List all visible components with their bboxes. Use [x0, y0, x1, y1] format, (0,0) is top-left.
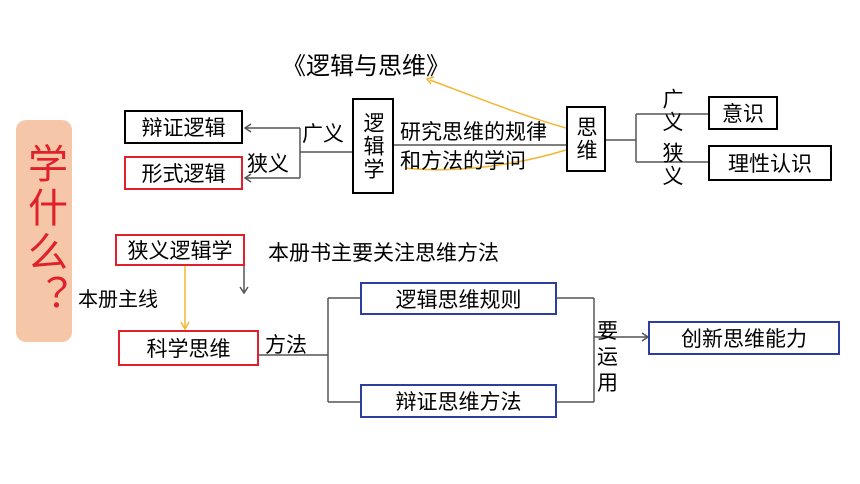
definition-line-1: 研究思维的规律 — [400, 120, 547, 144]
dialectical-logic-box: 辩证逻辑 — [124, 110, 243, 144]
consciousness-box: 意识 — [708, 96, 778, 130]
side-question-label: 学什么？ — [21, 143, 67, 319]
consciousness-label: 意识 — [722, 102, 764, 126]
innovative-ability-label: 创新思维能力 — [681, 327, 807, 351]
thinking-box: 思维 — [566, 106, 606, 172]
formal-logic-box: 形式逻辑 — [124, 156, 243, 190]
side-question-panel: 学什么？ — [16, 120, 72, 342]
dialectical-methods-label: 辩证思维方法 — [395, 390, 522, 414]
dialectical-logic-label: 辩证逻辑 — [141, 116, 226, 140]
right-narrow-label: 狭义 — [660, 142, 684, 188]
thinking-label: 思维 — [574, 116, 598, 162]
narrow-logic-box: 狭义逻辑学 — [115, 234, 245, 266]
method-label: 方法 — [265, 333, 307, 357]
broad-label: 广义 — [302, 122, 344, 146]
scientific-thinking-label: 科学思维 — [146, 337, 231, 361]
logic-label: 逻辑学 — [361, 111, 385, 181]
right-broad-label: 广义 — [660, 88, 684, 134]
definition-line-2: 和方法的学问 — [400, 149, 526, 173]
focus-note: 本册书主要关注思维方法 — [268, 241, 499, 265]
book-title: 《逻辑与思维》 — [282, 52, 450, 80]
logic-rules-label: 逻辑思维规则 — [395, 287, 522, 312]
logic-box: 逻辑学 — [352, 98, 394, 194]
main-line-label: 本册主线 — [78, 287, 158, 311]
scientific-thinking-box: 科学思维 — [118, 330, 259, 366]
formal-logic-label: 形式逻辑 — [141, 162, 226, 186]
narrow-label: 狭义 — [247, 152, 289, 176]
rational-cognition-box: 理性认识 — [708, 145, 832, 181]
logic-rules-box: 逻辑思维规则 — [360, 282, 557, 315]
rational-cognition-label: 理性认识 — [728, 152, 812, 176]
innovative-ability-box: 创新思维能力 — [648, 321, 840, 355]
dialectical-methods-box: 辩证思维方法 — [360, 384, 557, 418]
apply-label: 要运用 — [597, 319, 620, 395]
narrow-logic-label: 狭义逻辑学 — [127, 239, 233, 263]
